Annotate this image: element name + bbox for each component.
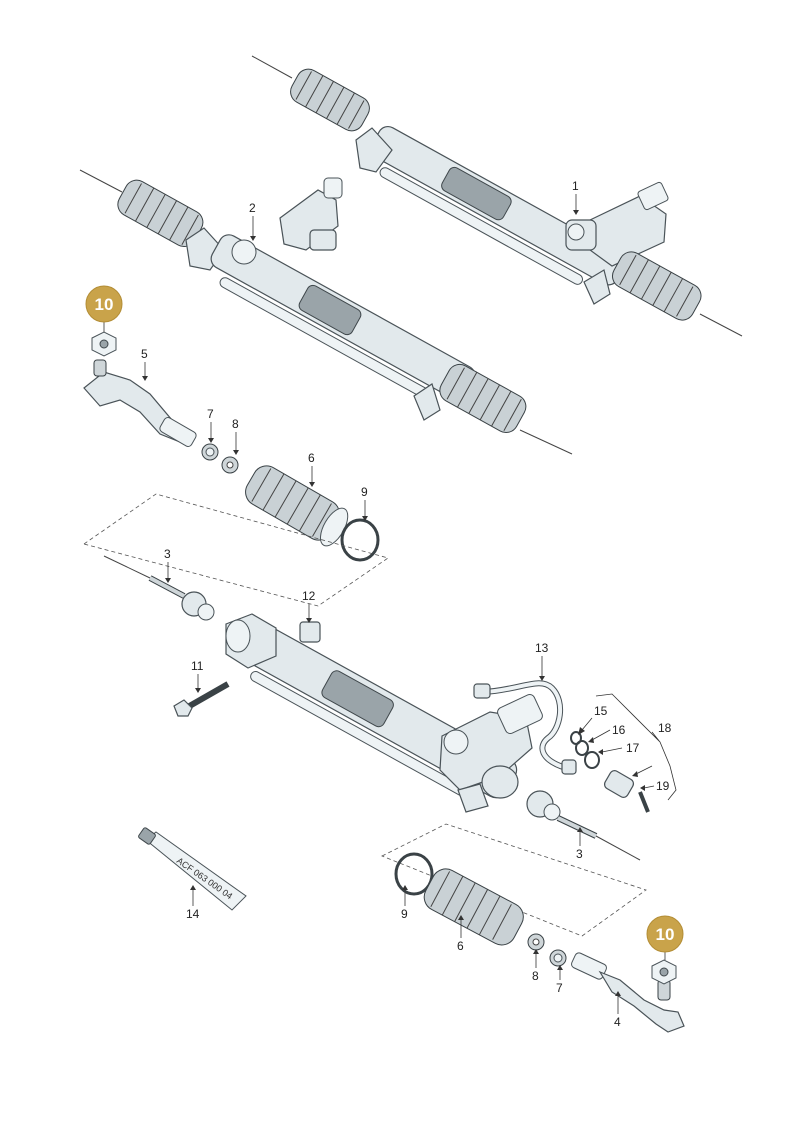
callout-labels: 1 2 5 7 8 6 9 3 12 11 13 15 16 17 18 19 … bbox=[141, 179, 672, 1029]
group-bracket-18 bbox=[595, 693, 677, 801]
callout-7-bottom: 7 bbox=[556, 981, 563, 995]
callout-14: 14 bbox=[186, 907, 200, 921]
union-part-18 bbox=[603, 770, 635, 798]
dashed-group-bottom bbox=[381, 823, 647, 937]
callout-4: 4 bbox=[614, 1015, 621, 1029]
callout-19: 19 bbox=[656, 779, 670, 793]
callout-3-bottom: 3 bbox=[576, 847, 583, 861]
bushing-part-7-bottom bbox=[549, 949, 567, 967]
callout-6-bottom: 6 bbox=[457, 939, 464, 953]
clamp-part-9-top bbox=[340, 518, 380, 562]
callout-1: 1 bbox=[572, 179, 579, 193]
callout-5: 5 bbox=[141, 347, 148, 361]
callout-11: 11 bbox=[191, 659, 204, 673]
badge-10-top[interactable]: 10 bbox=[85, 285, 123, 323]
callout-3-top: 3 bbox=[164, 547, 171, 561]
callout-15: 15 bbox=[594, 704, 608, 718]
boot-part-6-top bbox=[245, 465, 349, 547]
badge-10-top-label: 10 bbox=[95, 295, 114, 314]
badge-10-bottom-label: 10 bbox=[656, 925, 675, 944]
screw-part-19 bbox=[638, 791, 650, 813]
callout-8-bottom: 8 bbox=[532, 969, 539, 983]
callout-7-top: 7 bbox=[207, 407, 214, 421]
callout-16: 16 bbox=[612, 723, 626, 737]
callout-9-bottom: 9 bbox=[401, 907, 408, 921]
callout-2: 2 bbox=[249, 201, 256, 215]
pipe-part-13 bbox=[473, 680, 577, 775]
tie-rod-end-5 bbox=[83, 359, 197, 447]
grease-tube-label: ACF 063 000 04 bbox=[175, 855, 234, 901]
tie-rod-end-4 bbox=[571, 952, 685, 1033]
callout-8-top: 8 bbox=[232, 417, 239, 431]
seal-ring-16 bbox=[575, 740, 589, 756]
steering-rack-assembly-main bbox=[225, 613, 543, 813]
dashed-group-top bbox=[83, 493, 389, 607]
boot-part-6-bottom bbox=[423, 868, 524, 946]
bolt-part-11 bbox=[173, 681, 230, 717]
callout-17: 17 bbox=[626, 741, 640, 755]
bracket-part-12 bbox=[299, 621, 321, 643]
callout-13: 13 bbox=[535, 641, 549, 655]
steering-rack-assembly-1 bbox=[251, 55, 743, 337]
nut-part-10-top bbox=[91, 331, 117, 357]
nut-part-10-bottom bbox=[651, 959, 677, 985]
steering-rack-assembly-2 bbox=[79, 169, 573, 455]
inner-tie-rod-3-bottom bbox=[526, 790, 641, 861]
clip-part-8-bottom bbox=[527, 933, 545, 951]
bushing-part-7-top bbox=[201, 443, 219, 461]
badge-10-bottom[interactable]: 10 bbox=[646, 915, 684, 953]
clamp-part-9-bottom bbox=[394, 852, 434, 896]
leader-lines bbox=[103, 194, 666, 1014]
callout-6-top: 6 bbox=[308, 451, 315, 465]
seal-ring-17 bbox=[584, 751, 600, 769]
clip-part-8-top bbox=[221, 456, 239, 474]
callout-9-top: 9 bbox=[361, 485, 368, 499]
inner-tie-rod-3-top bbox=[103, 555, 215, 621]
grease-tube-14: ACF 063 000 04 bbox=[138, 827, 247, 911]
callout-12: 12 bbox=[302, 589, 316, 603]
callout-18: 18 bbox=[658, 721, 672, 735]
